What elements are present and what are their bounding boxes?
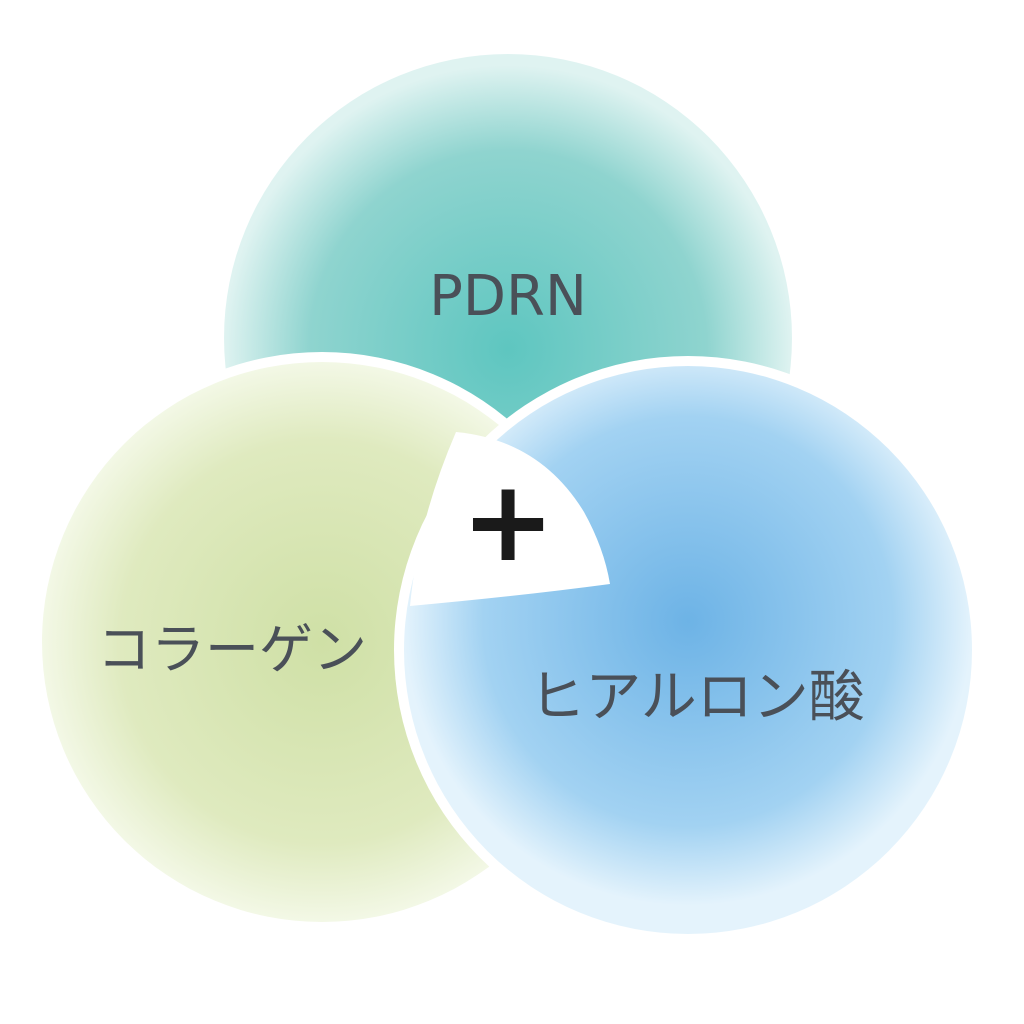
label-pdrn: PDRN (429, 264, 587, 329)
plus-symbol: + (461, 457, 555, 587)
center-intersection (410, 432, 610, 606)
label-collagen: コラーゲン (97, 618, 367, 681)
label-hyaluronic: ヒアルロン酸 (529, 665, 864, 730)
